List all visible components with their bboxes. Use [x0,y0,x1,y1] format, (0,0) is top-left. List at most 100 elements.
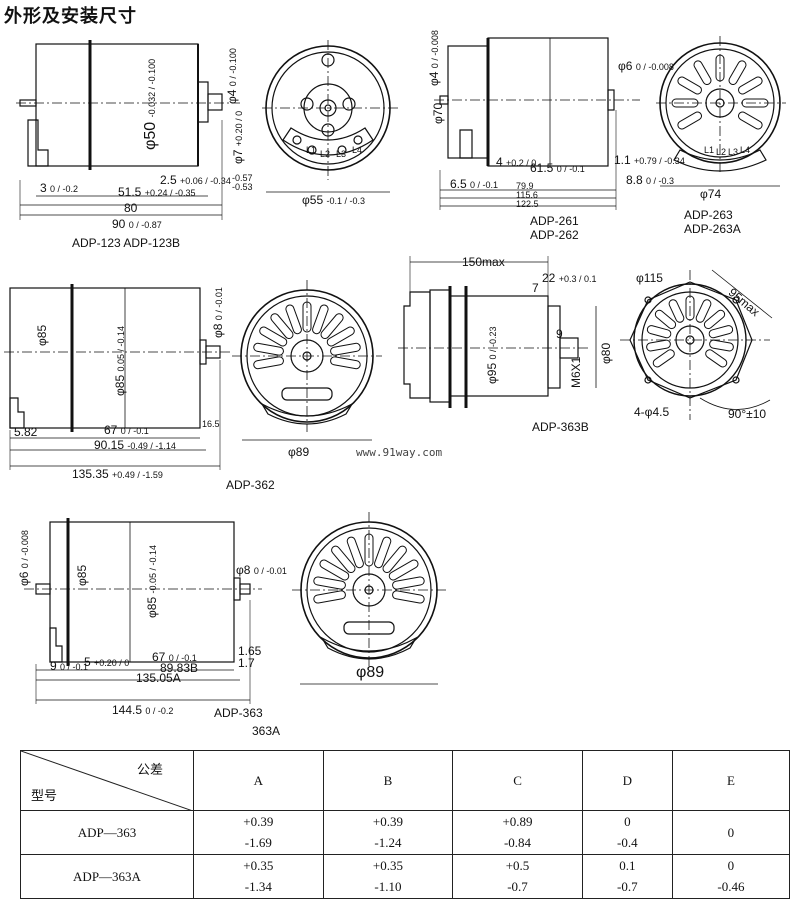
col-header-a: A [193,750,324,811]
adp363b-end-view [620,269,773,420]
adp123-terminal-l2: L2 [320,149,331,159]
cell-adp363a-d-lower: -0.7 [581,876,673,899]
adp261-dim-79-9: 79.9 [516,181,534,191]
adp363-dim-135-05a: 135.05A [136,671,181,685]
adp363b-angle: 90°±10 [728,407,767,421]
adp123-side-view [16,40,240,220]
adp363-dim-67: 67 0 / -0.1 [152,650,197,664]
adp362-side-view [4,284,230,470]
adp363-rear-shaft-dia: φ6 0 / -0.008 [17,530,31,586]
adp362-flange-dia: φ85 [35,324,49,346]
cell-adp363a-c-lower: -0.7 [452,876,583,899]
adp263-terminal-l4: L4 [740,145,751,155]
adp362-end-view [232,280,382,441]
adp363-end-view [292,512,446,685]
cell-adp363a-e-upper: 0 [671,854,791,877]
model-label-adp263: ADP-263 [684,208,733,222]
adp363-dim-1-65: 1.65 [238,644,262,658]
page-title: 外形及安装尺寸 [4,6,137,26]
cell-adp363-c-lower: -0.84 [452,832,583,855]
cell-adp363-d-upper: 0 [581,810,673,833]
model-label-adp363a: 363A [252,724,281,738]
adp123-tol-053: -0.53 [232,182,253,192]
adp261-dim-6-5: 6.5 0 / -0.1 [450,177,499,191]
cell-adp363a-a-upper: +0.35 [193,854,324,877]
corner-label-model: 型号 [31,789,58,804]
cell-adp363-b-lower: -1.24 [322,832,454,855]
adp362-dim-16-5: 16.5 [202,419,220,429]
adp123-terminal-l1: L1 [306,145,317,155]
model-label-adp362: ADP-362 [226,478,275,492]
adp261-dim-1-1: 1.1 +0.79 / -0.34 [614,153,685,167]
adp363-body-dia: φ85 -0.05 / -0.14 [145,544,159,618]
adp123-end-dia: φ55 -0.1 / -0.3 [302,193,366,207]
adp362-shaft-dia: φ8 0 / -0.01 [211,287,225,338]
adp363-end-dia: φ89 [356,664,385,681]
adp363-dim-144-5: 144.5 0 / -0.2 [112,703,174,717]
adp123-shaft-dia: φ4 0 / -0.100 [225,48,239,104]
cell-adp363-e: 0 [671,810,791,855]
adp123-dim-80: 80 [124,201,138,215]
adp363-side-view [24,518,262,704]
cell-adp363a-c-upper: +0.5 [452,854,583,877]
adp363b-mount-holes: 4-φ4.5 [634,405,670,419]
adp123-body-dia: φ50 -0.032 / -0.100 [142,58,159,150]
adp123-end-view [262,40,398,193]
adp261-dim-8-8: 8.8 0 / -0.3 [626,173,675,187]
adp363-dim-5: 5 +0.20 / 0 [84,655,130,669]
row-model-adp363a: ADP—363A [20,854,194,899]
col-header-e: E [671,750,791,811]
adp261-body-dia: φ70 [431,102,445,124]
model-label-adp263a: ADP-263A [684,222,741,236]
adp363b-dim-150max: 150max [462,255,505,269]
adp363b-thread: M6X1 [569,356,583,388]
adp363b-dim-7: 7 [532,281,539,295]
col-header-d: D [581,750,673,811]
adp263-terminal-l1: L1 [704,145,715,155]
cell-adp363a-e-lower: -0.46 [671,876,791,899]
adp363-dim-1-7: 1.7 [238,656,255,670]
adp362-dim-67: 67 0 / -0.1 [104,423,149,437]
cell-adp363-a-lower: -1.69 [193,832,324,855]
adp363b-end-dia: φ115 [636,271,663,285]
adp261-dim-115-6: 115.6 [516,190,538,200]
adp261-dim-61-5: 61.5 0 / -0.1 [530,161,585,175]
model-label-adp262: ADP-262 [530,228,579,242]
tolerance-table: 公差 型号 A B C D E ADP—363 +0.39 +0.39 +0.8… [20,750,791,899]
cell-adp363a-d-upper: 0.1 [581,854,673,877]
adp363-dim-89-83b: 89.83B [160,661,199,675]
model-label-adp123: ADP-123 ADP-123B [72,236,181,250]
cell-adp363a-a-lower: -1.34 [193,876,324,899]
model-label-adp363: ADP-363 [214,706,263,720]
adp123-dim-2-5: 2.5 +0.06 / -0.34 [160,173,231,187]
adp363-dim-9: 9 0 / -0.1 [50,659,89,673]
adp362-dim-90-15: 90.15 -0.49 / -1.14 [94,438,176,452]
corner-diagonal [21,751,193,811]
watermark: www.91way.com [356,446,443,459]
cell-adp363-d-lower: -0.4 [581,832,673,855]
adp123-dim-51-5: 51.5 +0.24 / -0.35 [118,185,196,199]
corner-label-tolerance: 公差 [136,763,163,778]
adp363b-dim-22: 22 +0.3 / 0.1 [542,271,597,285]
adp261-side-view [434,37,640,210]
adp362-dim-135-35: 135.35 +0.49 / -1.59 [72,467,163,481]
row-model-adp363: ADP—363 [20,810,194,855]
cell-adp363-a-upper: +0.39 [193,810,324,833]
adp261-dim-4: 4 +0.2 / 0 [496,155,537,169]
adp362-end-dia: φ89 [288,445,310,459]
adp123-terminal-l4: L4 [352,145,363,155]
adp263-end-dia: φ74 [700,187,722,201]
adp263-terminal-l2: L2 [716,147,727,157]
col-header-b: B [322,750,454,811]
col-header-c: C [452,750,583,811]
cell-adp363a-b-upper: +0.35 [322,854,454,877]
adp123-dim-90: 90 0 / -0.87 [112,217,162,231]
adp362-dim-5-82: 5.82 [14,425,38,439]
cell-adp363-b-upper: +0.39 [322,810,454,833]
adp261-rear-shaft-dia: φ6 0 / -0.008 [618,59,674,73]
adp363b-flange-dia: φ80 [599,342,613,364]
adp123-terminal-l3: L3 [336,149,347,159]
table-corner-cell: 公差 型号 [20,750,194,811]
model-label-adp261: ADP-261 [530,214,579,228]
adp123-dim-3: 3 0 / -0.2 [40,181,79,195]
